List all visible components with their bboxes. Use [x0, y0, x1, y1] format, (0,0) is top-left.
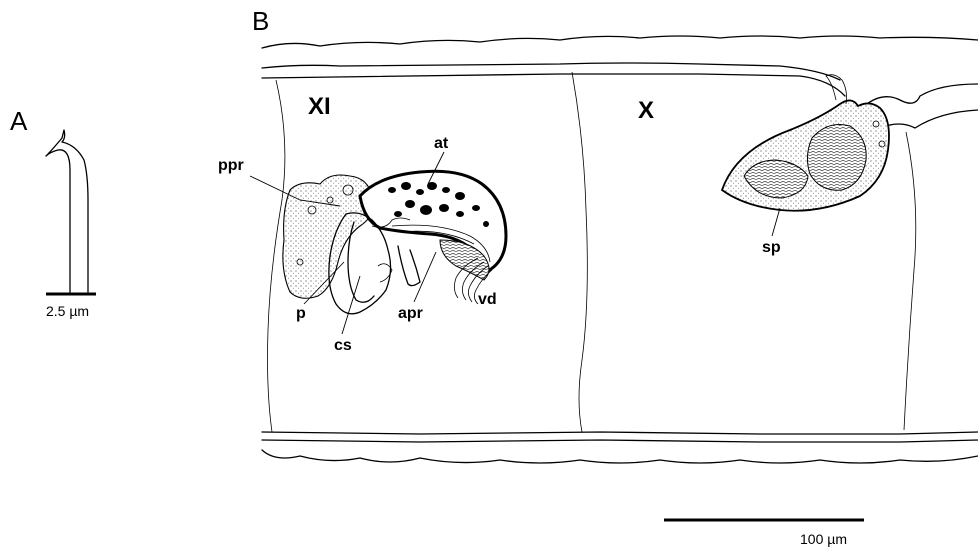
panel-b-label: B	[252, 6, 269, 36]
label-cs: cs	[334, 337, 352, 354]
label-p: p	[296, 305, 306, 322]
upper-body-wall-outer	[262, 36, 978, 48]
septum-middle	[572, 72, 587, 432]
prostate-gland	[283, 175, 374, 298]
septum-right	[904, 132, 916, 430]
septum-left	[268, 80, 285, 432]
label-vd: vd	[478, 291, 497, 308]
segment-xi-label: XI	[308, 93, 331, 120]
upper-body-wall-inner-2	[262, 74, 845, 96]
spermatheca	[722, 75, 889, 211]
leader-cs	[342, 276, 360, 334]
panel-b: B XI X	[218, 6, 978, 547]
panel-a: A 2.5 µm	[10, 106, 96, 319]
label-sp: sp	[762, 239, 781, 256]
chaeta-tip-drawing	[46, 130, 88, 292]
lower-body-wall-inner-2	[262, 440, 978, 442]
leader-sp	[772, 208, 780, 236]
lower-body-wall-outer	[262, 450, 978, 463]
label-at: at	[434, 135, 449, 152]
upper-body-wall-right-2	[880, 110, 978, 128]
leader-apr	[414, 252, 436, 302]
scale-bar-large-label: 100 µm	[800, 531, 847, 547]
scale-bar-small-label: 2.5 µm	[46, 303, 89, 319]
panel-a-label: A	[10, 106, 28, 136]
label-apr: apr	[398, 305, 423, 322]
label-ppr: ppr	[218, 157, 244, 174]
segment-x-label: X	[638, 97, 654, 124]
lower-body-wall-inner	[262, 432, 978, 434]
